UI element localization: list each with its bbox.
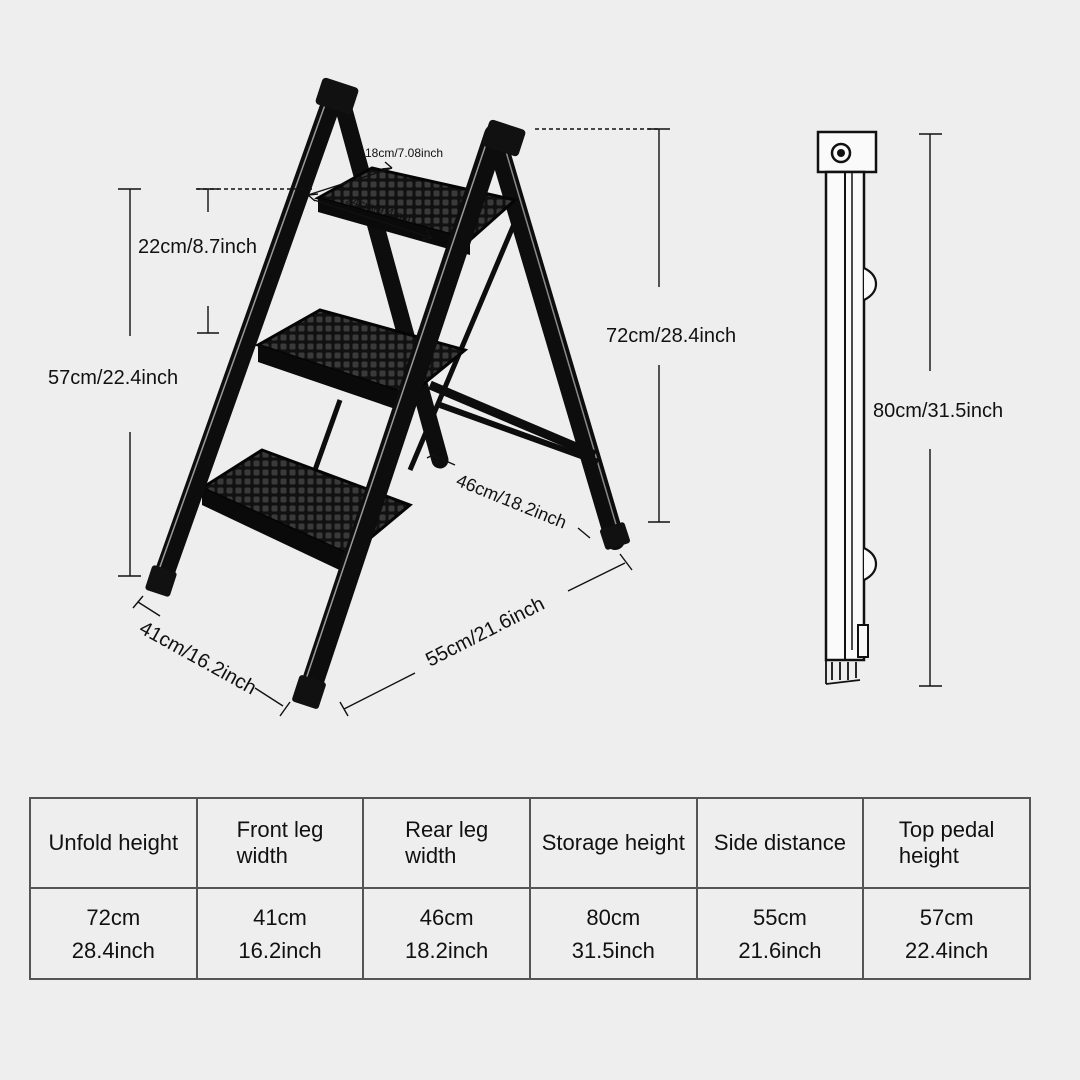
front-leg-right	[299, 124, 506, 701]
dimension-80cm: 80cm/31.5inch	[873, 133, 1003, 687]
specification-table: Unfold height Front leg width Rear leg w…	[29, 797, 1031, 980]
dimension-18cm: 18cm/7.08inch	[307, 146, 443, 202]
svg-text:55cm/21.6inch: 55cm/21.6inch	[422, 593, 548, 672]
rear-leg	[485, 125, 625, 550]
cross-brace	[428, 380, 597, 460]
svg-text:18cm/7.08inch: 18cm/7.08inch	[365, 146, 443, 160]
svg-text:57cm/22.4inch: 57cm/22.4inch	[48, 367, 178, 389]
front-foot-right	[292, 675, 326, 709]
top-cap-left	[315, 77, 359, 115]
header-front-leg-width: Front leg width	[195, 797, 365, 889]
dimension-55cm: 55cm/21.6inch	[339, 553, 633, 717]
svg-text:46cm/18.2inch: 46cm/18.2inch	[454, 470, 570, 532]
folded-ladder	[816, 130, 878, 685]
header-unfold-height: Unfold height	[29, 797, 198, 889]
top-cap-right	[482, 119, 526, 157]
header-rear-leg-width: Rear leg width	[362, 797, 531, 889]
rear-leg-inner	[331, 86, 449, 469]
rear-foot	[600, 522, 630, 550]
svg-text:72cm/28.4inch: 72cm/28.4inch	[606, 325, 736, 347]
dimension-22cm: 22cm/8.7inch	[138, 188, 314, 334]
header-top-pedal-height: Top pedal height	[862, 797, 1031, 889]
header-side-distance: Side distance	[695, 797, 865, 889]
step-ladder-unfolded	[145, 77, 630, 709]
support-rod	[407, 209, 523, 471]
dimension-72cm: 72cm/28.4inch	[535, 128, 736, 523]
table-header-row: Unfold height Front leg width Rear leg w…	[29, 797, 1031, 889]
svg-text:80cm/31.5inch: 80cm/31.5inch	[873, 400, 1003, 422]
dimension-41cm: 41cm/16.2inch	[132, 595, 291, 717]
svg-text:22cm/8.7inch: 22cm/8.7inch	[138, 236, 257, 258]
dimension-46cm: 46cm/18.2inch	[426, 451, 591, 539]
front-leg-left	[152, 88, 343, 590]
header-storage-height: Storage height	[528, 797, 698, 889]
svg-text:41cm/16.2inch: 41cm/16.2inch	[136, 617, 260, 699]
front-foot-left	[145, 565, 177, 597]
dimension-57cm: 57cm/22.4inch	[48, 188, 178, 577]
